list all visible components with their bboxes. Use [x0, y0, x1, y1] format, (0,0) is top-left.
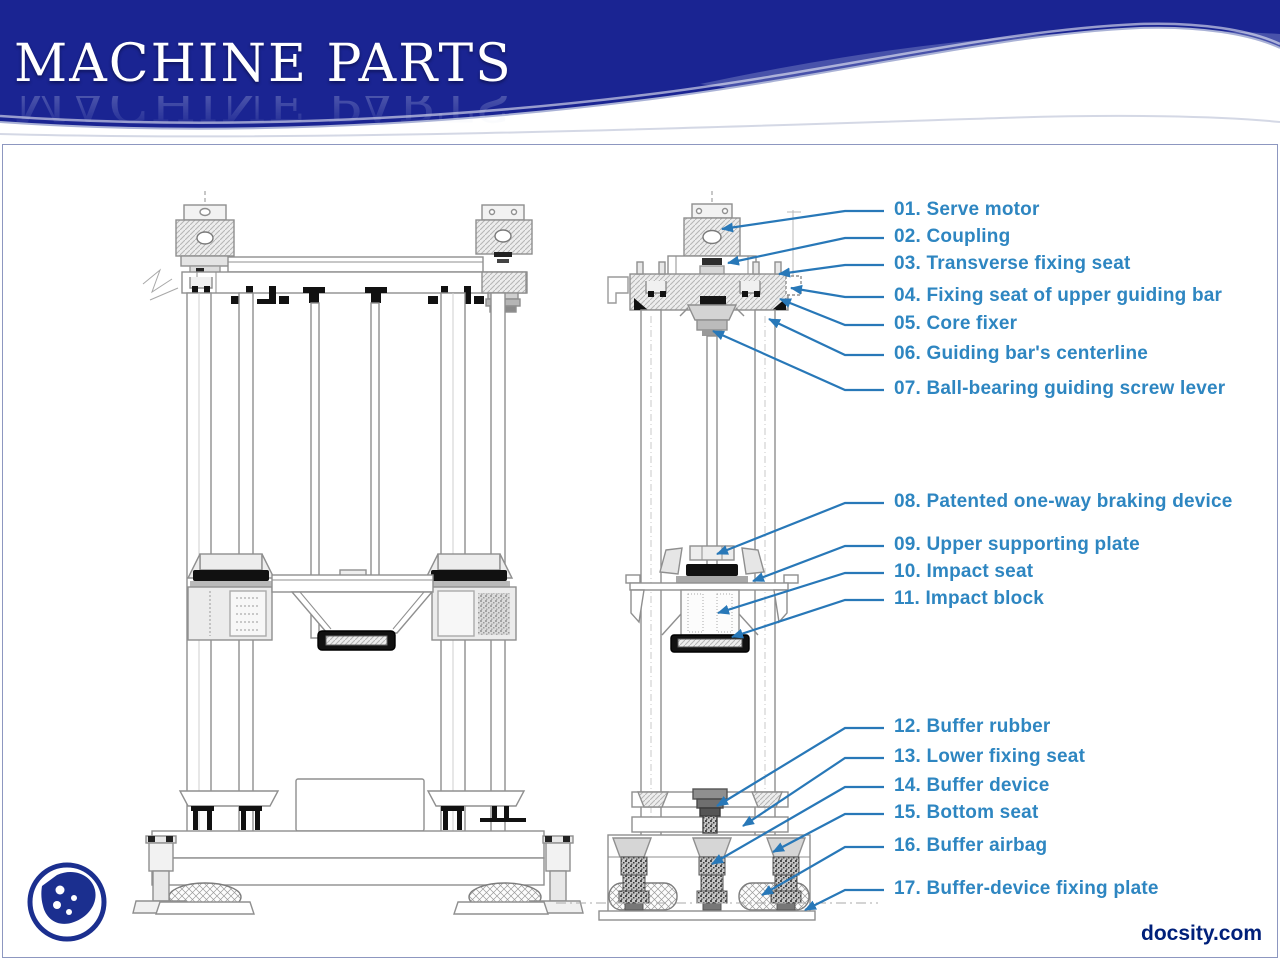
docsity-watermark: docsity.com [1141, 922, 1262, 945]
leader-line [717, 571, 884, 615]
leader-line [778, 263, 884, 278]
leader-line [804, 888, 884, 911]
leader-line [768, 318, 884, 357]
leader-line [761, 845, 884, 896]
leader-line [711, 785, 884, 865]
leader-line [772, 812, 884, 853]
leader-line [721, 209, 884, 233]
leader-line [731, 598, 884, 639]
side-view-drawing [556, 191, 878, 921]
leader-line [790, 284, 884, 299]
leader-line [712, 329, 884, 392]
page-title: MACHINE PARTS [14, 34, 513, 94]
leader-line [752, 544, 884, 583]
header-wave-decoration [0, 22, 1280, 145]
front-view-drawing [132, 191, 584, 915]
header-banner: MACHINE PARTS MACHINE PARTS [0, 0, 1280, 145]
leader-line [716, 726, 884, 807]
leader-line [779, 297, 884, 327]
leader-line [742, 756, 884, 827]
leader-line [727, 236, 884, 266]
docsity-logo [27, 862, 107, 942]
leader-line [716, 501, 884, 556]
leader-lines [711, 209, 884, 911]
title-reflection: MACHINE PARTS [14, 96, 513, 131]
